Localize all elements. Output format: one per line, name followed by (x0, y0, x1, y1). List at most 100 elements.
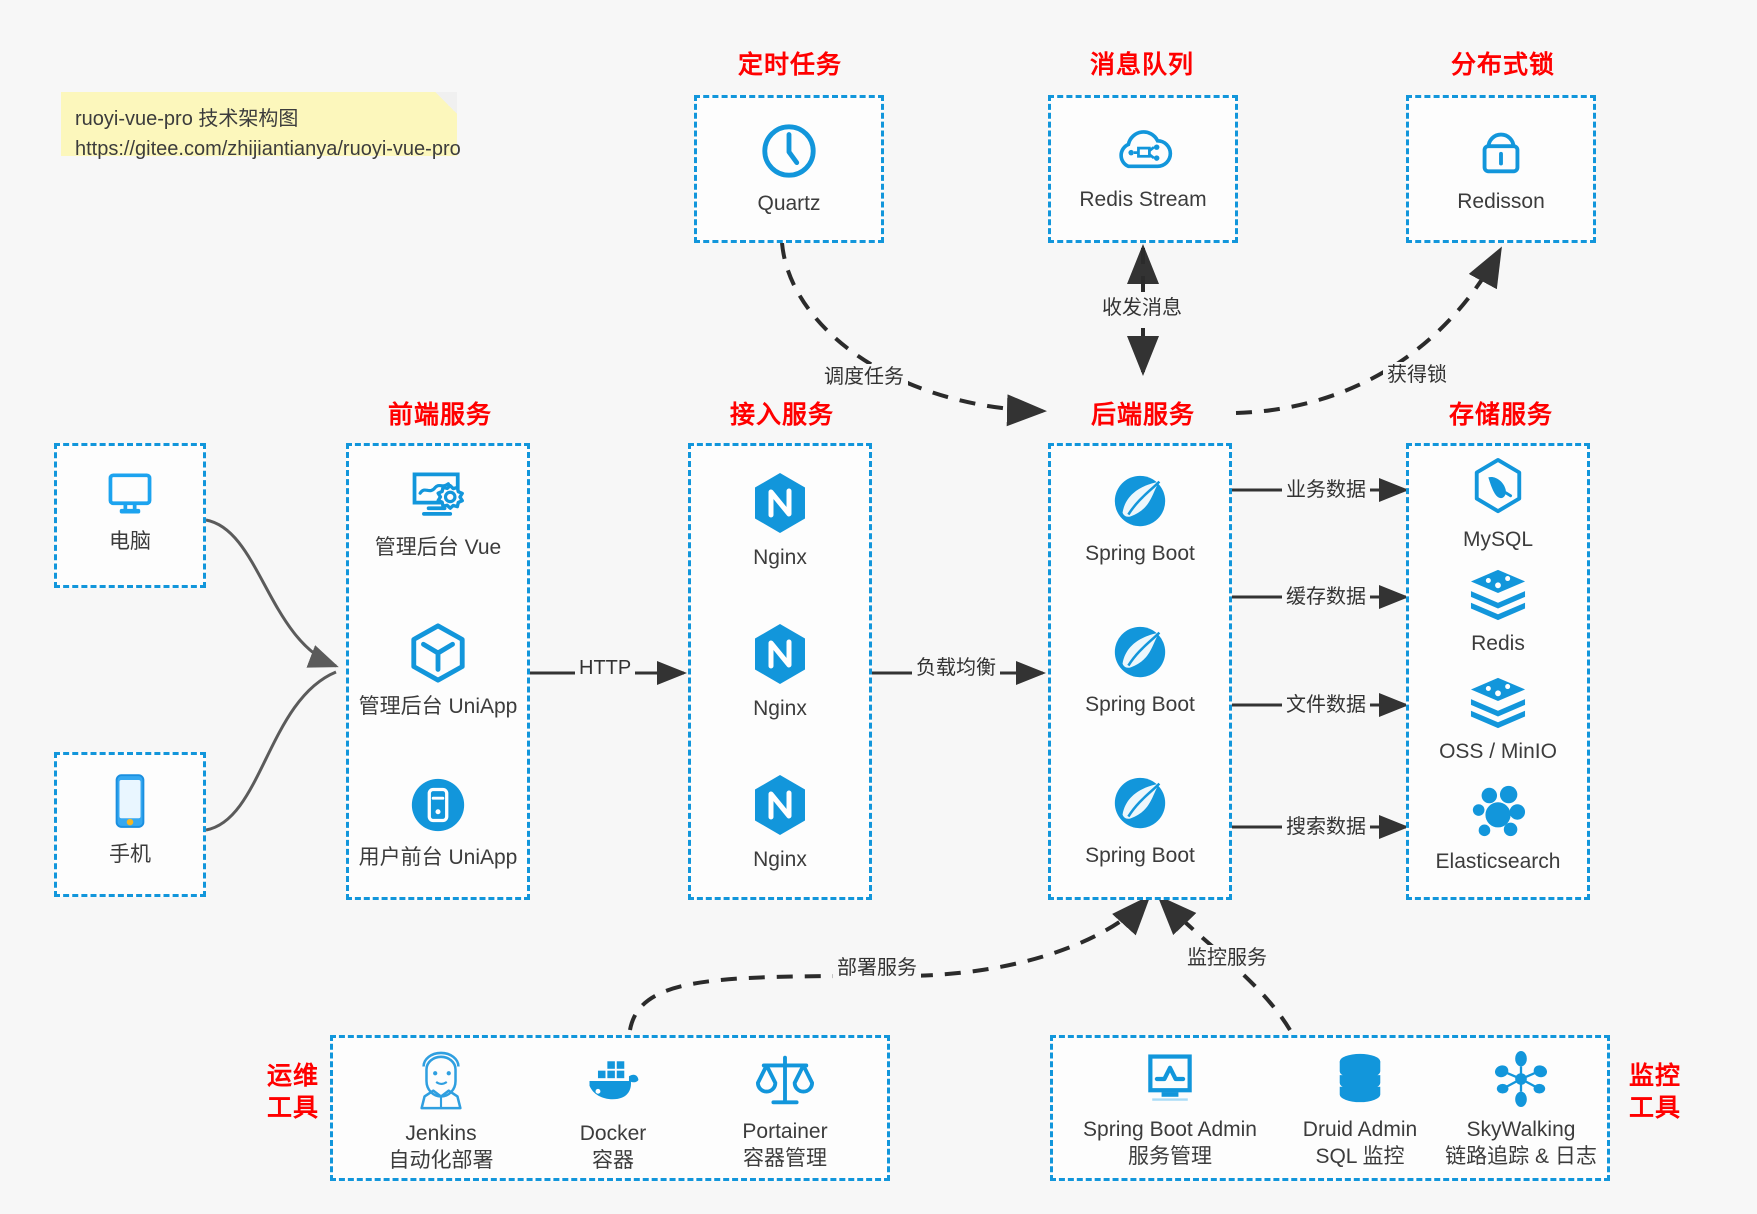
group-frontend[interactable]: 管理后台 Vue 管理后台 UniApp 用户前台 UniApp (346, 443, 530, 900)
node-docker[interactable]: Docker 容器 (533, 1050, 693, 1174)
info-note: ruoyi-vue-pro 技术架构图 https://gitee.com/zh… (61, 92, 461, 160)
group-client-desktop[interactable]: 电脑 (54, 443, 206, 588)
group-gateway[interactable]: Nginx Nginx Nginx (688, 443, 872, 900)
node-label: Spring Boot (1085, 693, 1195, 716)
node-label: Portainer (742, 1120, 828, 1143)
node-label: 手机 (109, 843, 151, 866)
node-spring-boot-1[interactable]: Spring Boot (1051, 470, 1229, 567)
node-label: Quartz (757, 192, 821, 215)
group-title-scheduler: 定时任务 (737, 51, 842, 79)
node-label: 管理后台 UniApp (358, 695, 518, 718)
monitor-chart-icon (1141, 1050, 1199, 1108)
node-label: Docker (579, 1122, 647, 1145)
oss-icon (1467, 674, 1529, 730)
node-label: Druid Admin (1302, 1118, 1418, 1141)
nginx-icon (750, 470, 810, 536)
node-oss-minio[interactable]: OSS / MinIO (1409, 674, 1587, 765)
node-label: Spring Boot (1085, 542, 1195, 565)
dashboard-settings-icon (407, 466, 469, 526)
node-jenkins[interactable]: Jenkins 自动化部署 (361, 1050, 521, 1174)
node-label: 管理后台 Vue (374, 536, 502, 559)
edge-label-file-data: 文件数据 (1282, 692, 1370, 718)
edge-label-business-data: 业务数据 (1282, 477, 1370, 503)
node-sublabel: 容器 (592, 1149, 634, 1172)
node-redis[interactable]: Redis (1409, 566, 1587, 657)
group-storage[interactable]: MySQL Redis (1406, 443, 1590, 900)
node-label: Nginx (753, 848, 807, 871)
mysql-icon (1469, 456, 1527, 518)
group-scheduler[interactable]: Quartz (694, 95, 884, 243)
database-icon (1332, 1050, 1388, 1108)
group-title-devops-line2: 工具 (266, 1094, 319, 1122)
node-label: OSS / MinIO (1439, 740, 1557, 763)
edge-label-search-data: 搜索数据 (1282, 814, 1370, 840)
note-url: https://gitee.com/zhijiantianya/ruoyi-vu… (75, 138, 461, 160)
node-label: 用户前台 UniApp (358, 846, 518, 869)
node-quartz[interactable]: Quartz (697, 120, 881, 217)
group-title-devops-line1: 运维 (266, 1062, 319, 1090)
group-devops[interactable]: Jenkins 自动化部署 Docker 容器 (330, 1035, 890, 1181)
group-title-monitor-line1: 监控 (1628, 1062, 1681, 1090)
node-label: Nginx (753, 546, 807, 569)
desktop-icon (101, 466, 159, 520)
node-sublabel: 链路追踪 & 日志 (1445, 1145, 1597, 1168)
group-backend[interactable]: Spring Boot Spring Boot Spring Boot (1048, 443, 1232, 900)
group-title-monitor-line2: 工具 (1628, 1094, 1681, 1122)
node-spring-boot-2[interactable]: Spring Boot (1051, 621, 1229, 718)
group-monitor[interactable]: Spring Boot Admin 服务管理 Druid Admin SQL 监… (1050, 1035, 1610, 1181)
node-sublabel: 服务管理 (1128, 1145, 1212, 1168)
node-label: Jenkins (405, 1122, 477, 1145)
group-title-gateway: 接入服务 (729, 401, 834, 429)
node-mysql[interactable]: MySQL (1409, 456, 1587, 553)
edge-label-schedule-task: 调度任务 (820, 364, 908, 390)
node-sublabel: 容器管理 (743, 1147, 827, 1170)
node-nginx-3[interactable]: Nginx (691, 772, 869, 873)
node-label: 电脑 (109, 530, 151, 553)
edge-label-acquire-lock: 获得锁 (1383, 362, 1451, 388)
elasticsearch-icon (1468, 782, 1528, 840)
node-nginx-1[interactable]: Nginx (691, 470, 869, 571)
nginx-icon (750, 621, 810, 687)
node-sublabel: 自动化部署 (388, 1149, 494, 1172)
node-label: Redis (1471, 632, 1525, 655)
group-mq[interactable]: Redis Stream (1048, 95, 1238, 243)
node-desktop[interactable]: 电脑 (57, 466, 203, 555)
cloud-stream-icon (1112, 120, 1174, 178)
spring-icon (1109, 470, 1171, 532)
node-spring-boot-admin[interactable]: Spring Boot Admin 服务管理 (1075, 1050, 1265, 1170)
node-admin-vue[interactable]: 管理后台 Vue (349, 466, 527, 561)
scales-icon (754, 1050, 816, 1110)
node-user-uniapp[interactable]: 用户前台 UniApp (349, 774, 527, 871)
node-nginx-2[interactable]: Nginx (691, 621, 869, 722)
spring-icon (1109, 772, 1171, 834)
lock-icon (1472, 120, 1530, 180)
group-client-mobile[interactable]: 手机 (54, 752, 206, 897)
node-spring-boot-3[interactable]: Spring Boot (1051, 772, 1229, 869)
node-portainer[interactable]: Portainer 容器管理 (705, 1050, 865, 1172)
jenkins-icon (411, 1050, 471, 1112)
node-sublabel: SQL 监控 (1315, 1145, 1405, 1168)
note-fold-corner (435, 92, 457, 114)
node-druid-admin[interactable]: Druid Admin SQL 监控 (1275, 1050, 1445, 1170)
edge-label-deploy-service: 部署服务 (833, 955, 921, 981)
group-title-mq: 消息队列 (1089, 51, 1194, 79)
note-title: ruoyi-vue-pro 技术架构图 (75, 108, 299, 130)
node-label: Redis Stream (1079, 188, 1207, 211)
node-redis-stream[interactable]: Redis Stream (1051, 120, 1235, 213)
skywalking-icon (1492, 1050, 1550, 1108)
node-label: Nginx (753, 697, 807, 720)
group-lock[interactable]: Redisson (1406, 95, 1596, 243)
group-title-devops: 运维 工具 (258, 1060, 328, 1124)
node-label: MySQL (1462, 528, 1533, 551)
node-elasticsearch[interactable]: Elasticsearch (1409, 782, 1587, 875)
group-title-monitor: 监控 工具 (1620, 1060, 1690, 1124)
node-label: Spring Boot Admin (1083, 1118, 1257, 1141)
cube-icon (407, 621, 469, 685)
node-mobile[interactable]: 手机 (57, 771, 203, 868)
node-redisson[interactable]: Redisson (1409, 120, 1593, 215)
nginx-icon (750, 772, 810, 838)
node-skywalking[interactable]: SkyWalking 链路追踪 & 日志 (1431, 1050, 1611, 1170)
node-admin-uniapp[interactable]: 管理后台 UniApp (349, 621, 527, 720)
docker-icon (582, 1050, 644, 1112)
redis-icon (1467, 566, 1529, 622)
